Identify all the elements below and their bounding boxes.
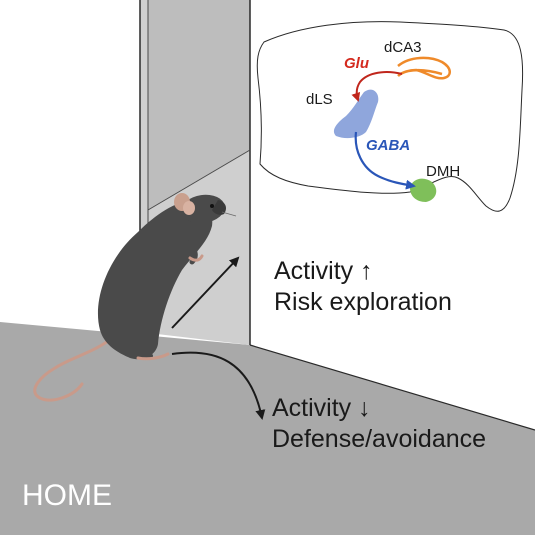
defense-avoidance-label: Defense/avoidance — [272, 425, 486, 453]
dmh-region — [410, 178, 437, 202]
brain-inset: dCA3 Glu dLS GABA DMH — [256, 21, 524, 212]
dls-label: dLS — [306, 91, 333, 108]
mouse-whisker — [221, 211, 237, 217]
doorway-inner-shadow — [148, 0, 250, 210]
arrow-to-risk-exploration — [171, 256, 240, 329]
dls-region — [333, 89, 379, 139]
dca3-region — [397, 56, 451, 80]
glu-projection-arrow — [351, 71, 403, 102]
mouse-tail — [33, 336, 114, 402]
dca3-label: dCA3 — [384, 39, 422, 56]
mouse-snout — [212, 200, 226, 215]
activity-up-label: Activity ↑ — [274, 257, 373, 285]
mouse-hind-paw — [136, 352, 170, 361]
activity-down-label: Activity ↓ — [272, 394, 371, 422]
brain-outline — [256, 21, 524, 212]
doorway-diagonal — [147, 149, 251, 211]
home-label: HOME — [22, 479, 112, 512]
home-floor — [0, 322, 535, 535]
arrow-to-defense-avoidance — [171, 351, 266, 420]
gaba-label: GABA — [366, 137, 410, 154]
gaba-projection-arrow — [354, 131, 416, 190]
floor-edge — [249, 344, 535, 431]
mouse-hind-leg — [125, 343, 153, 360]
mouse-ear-front — [183, 201, 195, 215]
mouse-front-paw — [188, 254, 204, 262]
mouse-illustration — [33, 193, 237, 402]
glu-label: Glu — [344, 55, 369, 72]
risk-exploration-label: Risk exploration — [274, 288, 452, 316]
dmh-label: DMH — [426, 163, 460, 180]
mouse-eye — [210, 204, 214, 208]
mouse-head — [181, 194, 225, 224]
